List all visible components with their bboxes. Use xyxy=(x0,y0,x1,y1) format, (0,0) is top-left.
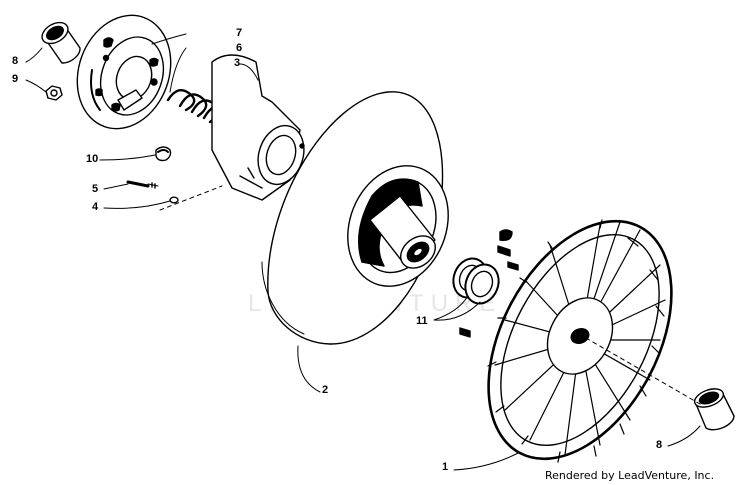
callout-3: 3 xyxy=(234,57,241,69)
callout-11: 11 xyxy=(416,315,428,327)
bushing-top-left xyxy=(41,21,81,64)
nut xyxy=(45,85,63,101)
slider-button xyxy=(155,146,172,162)
render-credit: Rendered by LeadVenture, Inc. xyxy=(545,469,715,482)
callout-9: 9 xyxy=(12,73,19,85)
movable-sheave xyxy=(261,91,449,345)
callout-2: 2 xyxy=(322,384,329,396)
fixed-sheave xyxy=(459,219,673,463)
callout-6: 6 xyxy=(236,42,243,54)
callout-10: 10 xyxy=(86,153,99,165)
leader-lines xyxy=(25,33,701,471)
callout-7: 7 xyxy=(236,27,243,39)
bolt xyxy=(126,180,159,189)
spider-cam-plate xyxy=(76,14,172,130)
callout-8-top: 8 xyxy=(12,55,19,67)
callout-1: 1 xyxy=(442,461,449,473)
callout-8-bottom: 8 xyxy=(656,439,663,451)
center-line xyxy=(159,185,701,405)
pin xyxy=(169,196,179,204)
helix-ramp xyxy=(211,54,305,201)
callout-4: 4 xyxy=(92,201,99,213)
callout-5: 5 xyxy=(92,183,99,195)
bushing-bottom-right xyxy=(693,388,735,431)
washers xyxy=(452,257,500,305)
